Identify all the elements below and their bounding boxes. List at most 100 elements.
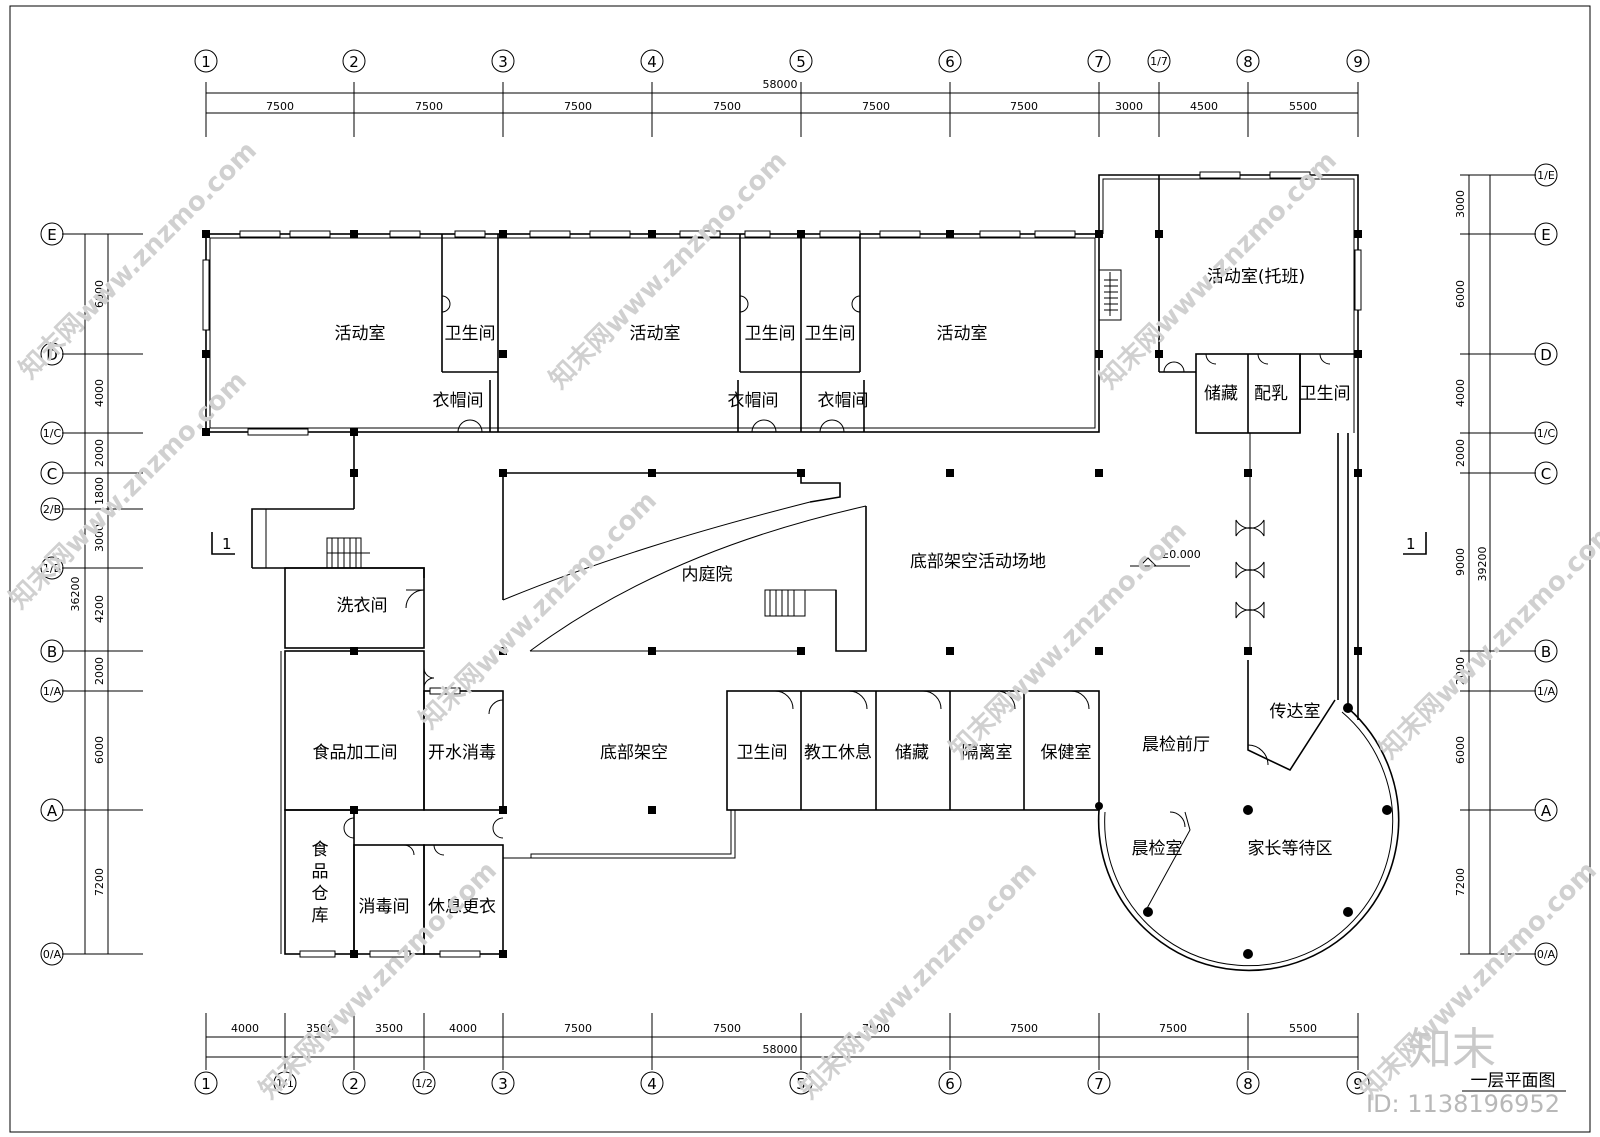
axis-right-D: D — [1540, 346, 1552, 364]
axis-top-8: 8 — [1243, 53, 1253, 71]
room-morning-check: 晨检室 — [1132, 839, 1183, 859]
left-span-7: 2000 — [93, 657, 106, 685]
axis-bottom-4: 4 — [647, 1075, 657, 1093]
top-span-1: 7500 — [266, 100, 294, 113]
room-activity-2: 活动室 — [630, 324, 681, 344]
right-axis-bubbles: 1/E E D 1/C C B 1/A A 0/A — [1534, 163, 1558, 966]
right-span-2: 6000 — [1454, 280, 1467, 308]
room-check-lobby: 晨检前厅 — [1142, 735, 1210, 755]
watermark-brand: 知末 — [1408, 1024, 1496, 1075]
top-span-7: 3000 — [1115, 100, 1143, 113]
room-cloakroom-2: 衣帽间 — [728, 391, 779, 411]
bottom-total-dimension: 58000 — [763, 1043, 798, 1056]
right-total-dimension: 39200 — [1476, 547, 1489, 582]
right-span-1: 3000 — [1454, 190, 1467, 218]
left-span-2: 4000 — [93, 379, 106, 407]
top-span-5: 7500 — [862, 100, 890, 113]
right-span-8: 7200 — [1454, 868, 1467, 896]
axis-left-E: E — [47, 226, 56, 244]
room-food-processing: 食品加工间 — [313, 743, 398, 763]
room-toilet-2: 卫生间 — [745, 324, 796, 344]
top-span-2: 7500 — [415, 100, 443, 113]
room-food-storage-char-4: 库 — [312, 906, 329, 926]
room-food-storage: 食 品 仓 库 — [312, 840, 329, 926]
axis-bottom-1-1: 1/1 — [276, 1077, 294, 1090]
axis-top-1-7: 1/7 — [1150, 55, 1168, 68]
bottom-span-8: 7500 — [1010, 1022, 1038, 1035]
watermark-text-4: 知末网www.znzmo.com — [4, 366, 253, 615]
section-marks: 1 1 — [211, 532, 1427, 555]
axis-left-1-B: 1/B — [43, 562, 61, 575]
bottom-span-10: 5500 — [1289, 1022, 1317, 1035]
room-open-base: 底部架空 — [600, 743, 668, 763]
left-span-9: 7200 — [93, 868, 106, 896]
room-parent-waiting: 家长等待区 — [1248, 839, 1333, 859]
axis-top-5: 5 — [796, 53, 806, 71]
room-food-storage-char-2: 品 — [312, 862, 329, 882]
room-water-disinfection: 开水消毒 — [428, 743, 496, 763]
left-total-dimension: 36200 — [69, 577, 82, 612]
top-span-9: 5500 — [1289, 100, 1317, 113]
watermark-text-8: 知末网www.znzmo.com — [254, 856, 503, 1105]
axis-left-1-A: 1/A — [43, 685, 62, 698]
bottom-span-9: 7500 — [1159, 1022, 1187, 1035]
axis-bottom-2: 2 — [349, 1075, 359, 1093]
room-cloakroom-3: 衣帽间 — [818, 391, 869, 411]
room-activity-3: 活动室 — [937, 324, 988, 344]
section-mark-right: 1 — [1406, 535, 1416, 553]
axis-top-1: 1 — [201, 53, 211, 71]
axis-top-6: 6 — [945, 53, 955, 71]
right-span-7: 6000 — [1454, 736, 1467, 764]
bottom-span-6: 7500 — [713, 1022, 741, 1035]
bottom-span-7: 7500 — [862, 1022, 890, 1035]
room-inner-courtyard: 内庭院 — [682, 565, 733, 585]
room-disinfection: 消毒间 — [359, 897, 410, 917]
axis-bottom-8: 8 — [1243, 1075, 1253, 1093]
inner-courtyard — [502, 472, 867, 652]
room-rest-changing: 休息更衣 — [428, 897, 496, 917]
room-cloakroom-1: 衣帽间 — [433, 391, 484, 411]
top-span-4: 7500 — [713, 100, 741, 113]
axis-right-1-A: 1/A — [1537, 685, 1556, 698]
room-open-activity-area: 底部架空活动场地 — [910, 552, 1046, 572]
left-span-5: 3000 — [93, 524, 106, 552]
room-reception: 传达室 — [1270, 702, 1321, 722]
drawing-title: 一层平面图 — [1471, 1071, 1556, 1091]
axis-bottom-9: 9 — [1353, 1075, 1363, 1093]
axis-bottom-1: 1 — [201, 1075, 211, 1093]
bottom-span-3: 3500 — [375, 1022, 403, 1035]
bottom-span-1: 4000 — [231, 1022, 259, 1035]
axis-right-1-E: 1/E — [1537, 169, 1555, 182]
room-food-storage-char-3: 仓 — [312, 884, 329, 904]
axis-bottom-6: 6 — [945, 1075, 955, 1093]
right-span-4: 2000 — [1454, 439, 1467, 467]
right-dimensions: 39200 3000 6000 4000 2000 9000 2000 6000… — [1454, 174, 1536, 955]
room-isolation: 隔离室 — [962, 743, 1013, 763]
room-health: 保健室 — [1041, 743, 1092, 763]
watermark-text-3: 知末网www.znzmo.com — [1094, 146, 1343, 395]
section-mark-left: 1 — [222, 535, 232, 553]
top-span-6: 7500 — [1010, 100, 1038, 113]
left-span-3: 2000 — [93, 439, 106, 467]
axis-right-A: A — [1541, 802, 1552, 820]
watermark-text-5: 知末网www.znzmo.com — [414, 486, 663, 735]
room-storage-1: 储藏 — [1204, 384, 1238, 404]
axis-top-7: 7 — [1094, 53, 1104, 71]
axis-left-C: C — [47, 465, 57, 483]
bottom-span-5: 7500 — [564, 1022, 592, 1035]
left-span-8: 6000 — [93, 736, 106, 764]
right-span-5: 9000 — [1454, 548, 1467, 576]
drawing-border — [9, 5, 1591, 1133]
bottom-axis-bubbles: 1 1/1 2 1/2 3 4 5 6 7 8 9 — [194, 1071, 1370, 1095]
room-labels: 活动室 卫生间 衣帽间 活动室 卫生间 衣帽间 卫生间 衣帽间 活动室 活动室(… — [313, 267, 1351, 917]
top-total-dimension: 58000 — [763, 78, 798, 91]
room-storage-2: 储藏 — [895, 743, 929, 763]
elevation-label: ±0.000 — [1160, 548, 1201, 561]
axis-top-9: 9 — [1353, 53, 1363, 71]
bottom-span-4: 4000 — [449, 1022, 477, 1035]
watermark-text-2: 知末网www.znzmo.com — [544, 146, 793, 395]
watermark-id: ID: 1138196952 — [1366, 1090, 1560, 1118]
structural-columns — [202, 230, 1392, 959]
northeast-block-walls — [1098, 171, 1362, 434]
room-food-storage-char-1: 食 — [312, 840, 329, 860]
